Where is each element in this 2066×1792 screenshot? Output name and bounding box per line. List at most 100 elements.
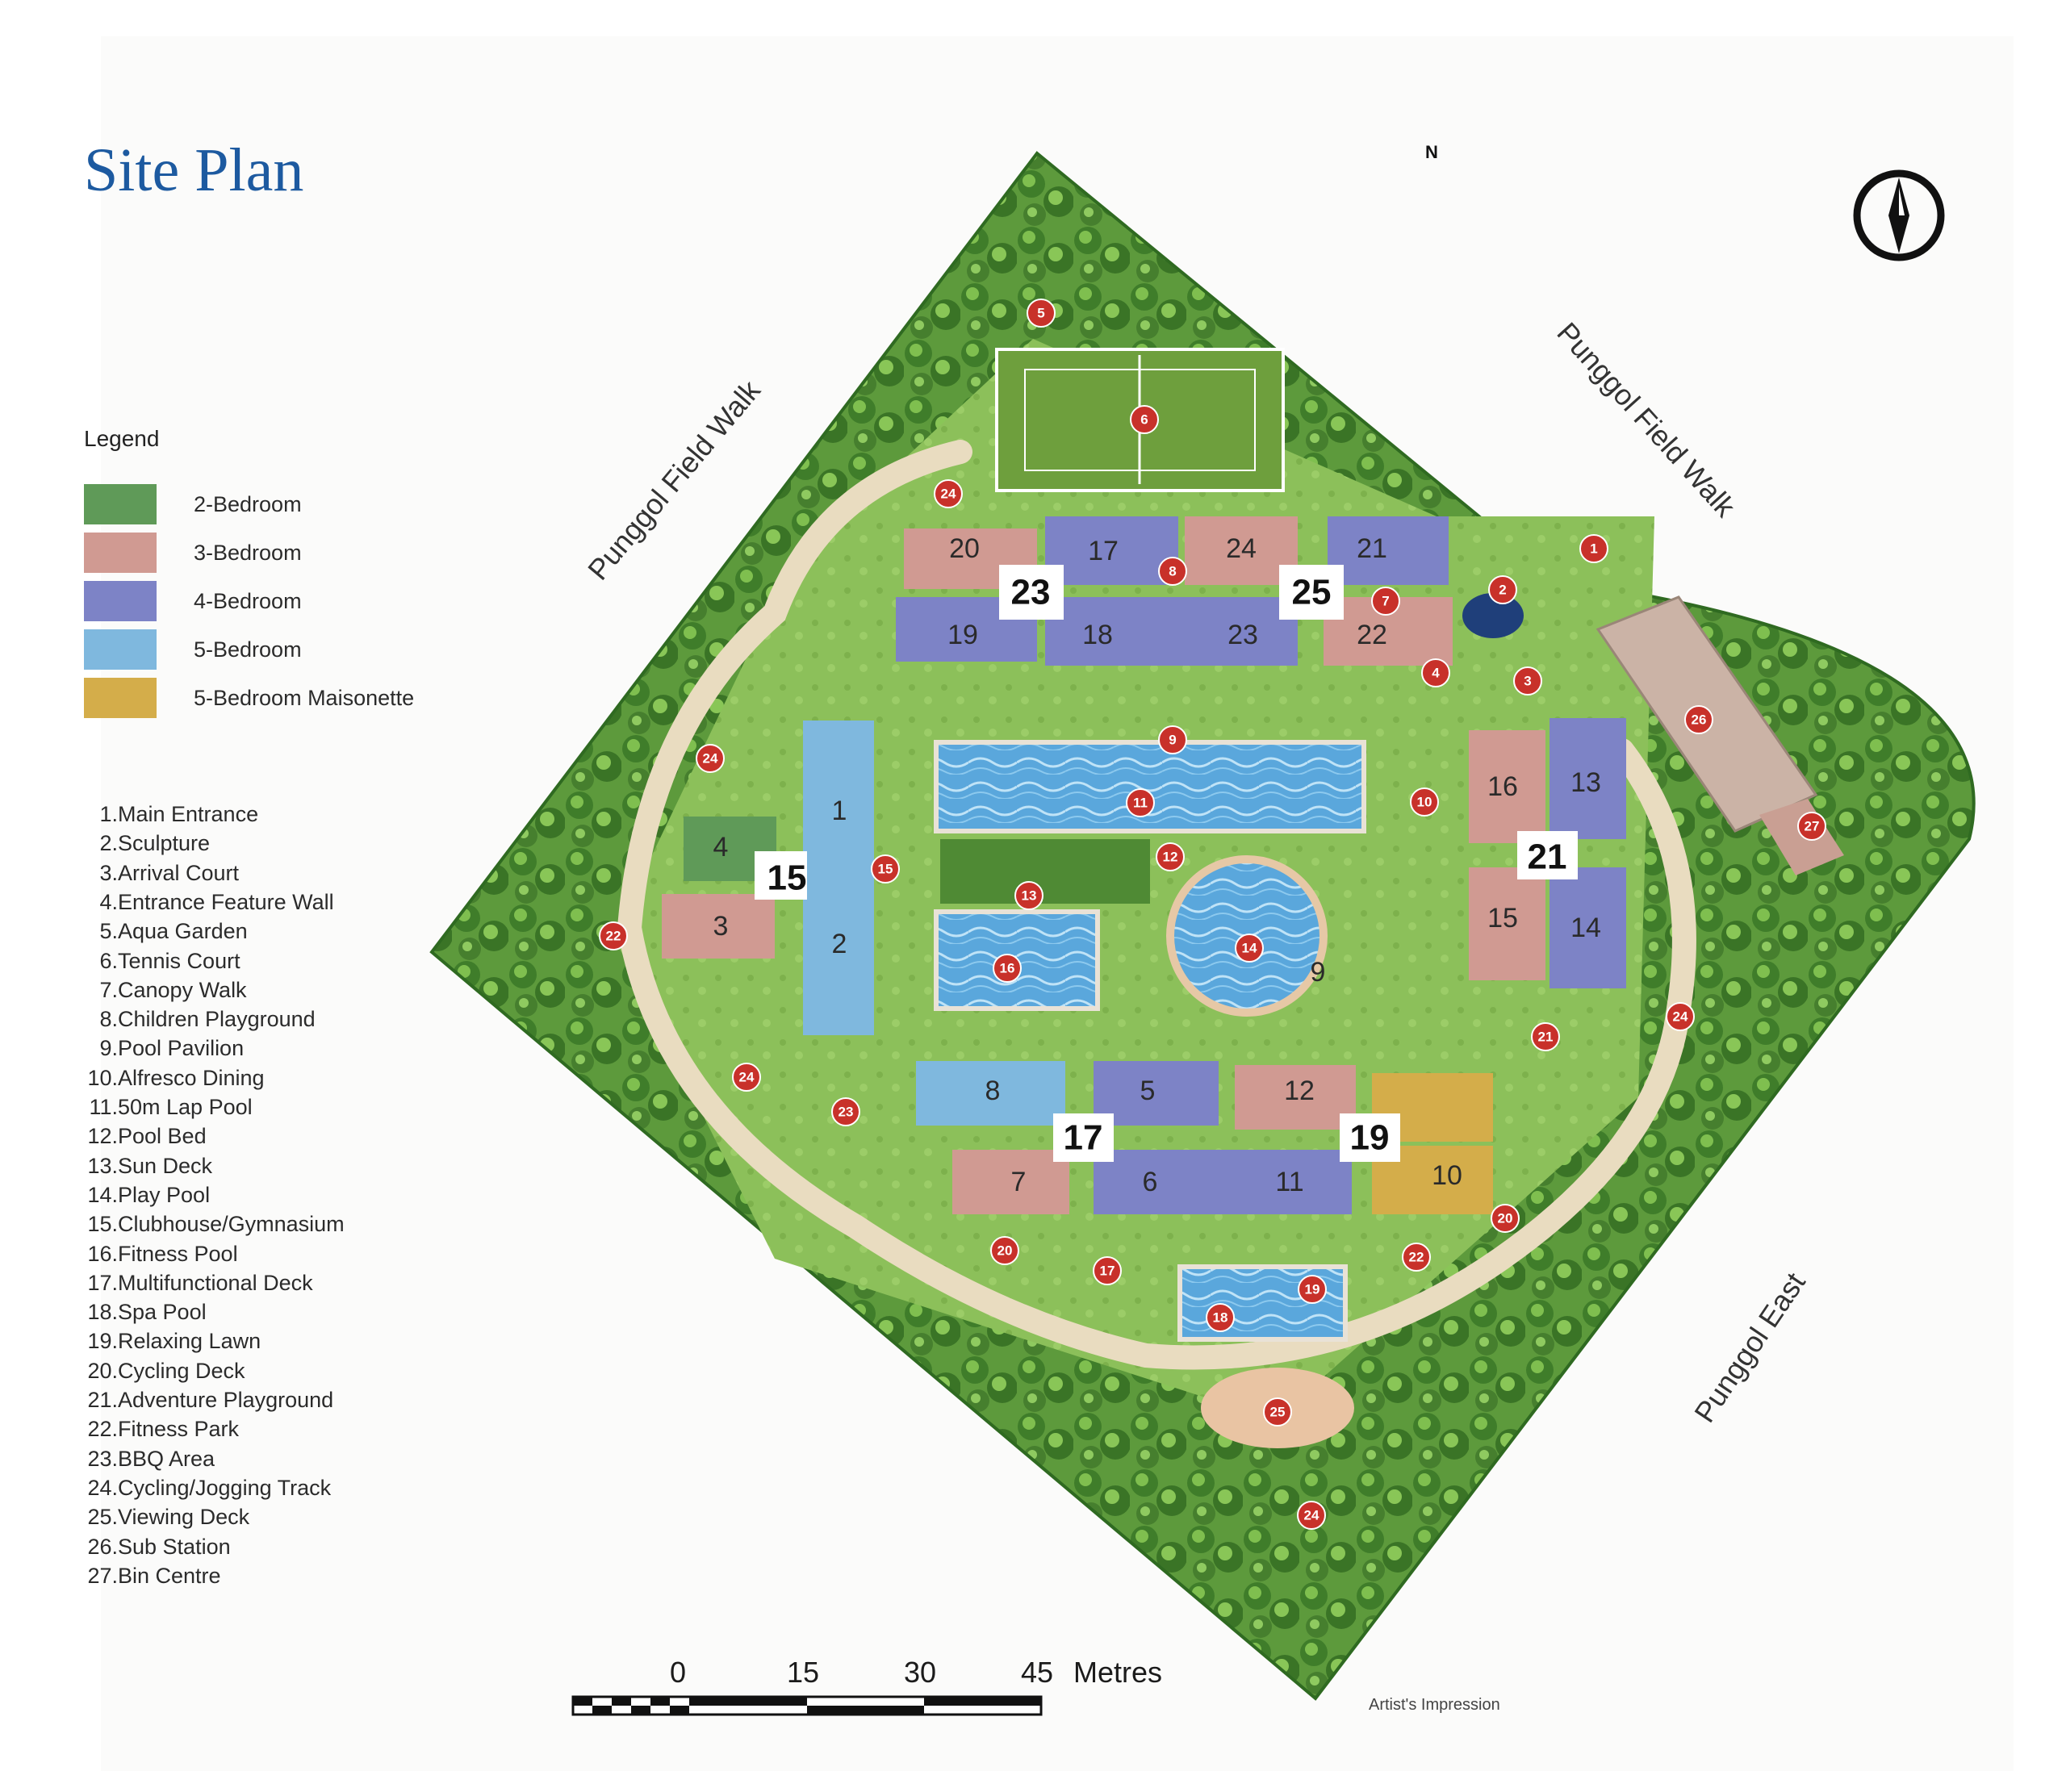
amenity-label: Entrance Feature Wall: [118, 889, 334, 914]
amenity-marker: [1684, 705, 1713, 734]
unit-number-label: 2: [832, 929, 847, 959]
block-number-label: 25: [1292, 573, 1332, 612]
amenity-marker-label: 1: [1590, 541, 1597, 557]
amenity-marker-label: 15: [878, 862, 893, 877]
swatch-2-bedroom: [84, 484, 157, 524]
amenity-label: Children Playground: [118, 1007, 316, 1032]
swatch-4-bedroom: [84, 581, 157, 621]
unit-number-label: 11: [1275, 1167, 1303, 1197]
unit-number-label: 12: [1284, 1076, 1315, 1106]
legend-item-4-bedroom: 4-Bedroom: [84, 581, 455, 623]
block-number-label: 17: [1064, 1118, 1103, 1158]
lap-pool: [934, 740, 1366, 833]
amenity-marker: [1421, 658, 1450, 687]
amenity-marker: [1298, 1275, 1327, 1304]
amenity-legend-item: 27.Bin Centre: [84, 1564, 423, 1593]
amenity-legend-item: 15.Clubhouse/Gymnasium: [84, 1212, 423, 1241]
amenity-marker-label: 7: [1382, 594, 1389, 609]
legend-item-2-bedroom: 2-Bedroom: [84, 484, 455, 526]
amenity-marker: [1488, 575, 1517, 604]
amenity-legend-item: 19.Relaxing Lawn: [84, 1329, 423, 1358]
amenity-legend-item: 11.50m Lap Pool: [84, 1095, 423, 1124]
amenity-marker: [1513, 666, 1542, 695]
amenity-number: 18.: [87, 1300, 118, 1325]
legend-label: 4-Bedroom: [194, 589, 302, 613]
block-17-cluster: [916, 1061, 1223, 1214]
amenity-number: 2.: [99, 831, 118, 856]
amenity-label: Tennis Court: [118, 948, 240, 973]
amenity-marker-label: 13: [1022, 888, 1037, 904]
amenity-marker-label: 27: [1805, 819, 1820, 834]
amenity-legend-item: 18.Spa Pool: [84, 1300, 423, 1329]
compass-icon: [1853, 169, 1945, 261]
amenity-number: 26.: [87, 1534, 118, 1559]
amenity-marker-label: 24: [1673, 1009, 1688, 1025]
amenity-marker-label: 21: [1538, 1030, 1554, 1045]
amenity-number: 7.: [99, 977, 118, 1002]
unit-number-label: 3: [713, 911, 729, 942]
amenity-marker-label: 18: [1213, 1310, 1228, 1326]
amenity-marker-label: 6: [1140, 412, 1148, 428]
unit-number-label: 15: [1487, 903, 1518, 934]
amenity-legend-item: 22.Fitness Park: [84, 1417, 423, 1446]
amenity-legend-item: 14.Play Pool: [84, 1183, 423, 1212]
unit-number-label: 19: [947, 620, 978, 650]
scale-tick-label: 45: [1021, 1656, 1054, 1689]
amenity-legend-item: 25.Viewing Deck: [84, 1505, 423, 1534]
amenity-marker: [1666, 1002, 1695, 1031]
amenity-marker: [1027, 299, 1056, 328]
amenity-legend-item: 9.Pool Pavilion: [84, 1036, 423, 1065]
amenity-marker: [993, 954, 1022, 983]
unit-number-label: 9: [1311, 957, 1326, 988]
amenity-number: 11.: [89, 1095, 118, 1119]
amenity-marker-label: 14: [1242, 941, 1257, 956]
amenity-marker-label: 5: [1037, 306, 1044, 321]
unit-number-label: 8: [985, 1076, 1001, 1106]
unit-number-label: 6: [1143, 1167, 1158, 1197]
amenity-markers: 1234567891011121314151617181920202122222…: [599, 299, 1826, 1530]
amenity-marker: [1158, 557, 1187, 586]
artist-impression-caption: Artist's Impression: [1369, 1696, 1500, 1714]
amenity-legend-item: 20.Cycling Deck: [84, 1359, 423, 1388]
amenity-number: 3.: [99, 860, 118, 885]
amenity-marker: [1579, 534, 1608, 563]
amenity-number: 23.: [87, 1446, 118, 1471]
amenity-marker-label: 3: [1524, 674, 1531, 689]
amenity-marker: [871, 854, 900, 883]
amenity-marker-label: 20: [1498, 1211, 1513, 1226]
amenity-number: 14.: [87, 1182, 118, 1207]
amenity-legend-item: 3.Arrival Court: [84, 861, 423, 890]
amenity-marker: [934, 479, 963, 508]
amenity-legend-item: 17.Multifunctional Deck: [84, 1271, 423, 1300]
amenity-label: Adventure Playground: [118, 1388, 334, 1412]
amenity-marker-label: 10: [1417, 795, 1432, 810]
compass-north-label: N: [1425, 142, 1438, 162]
amenity-number: 6.: [99, 948, 118, 973]
legend-heading: Legend: [84, 426, 160, 451]
amenity-marker-label: 22: [1409, 1250, 1424, 1265]
amenity-marker: [831, 1097, 860, 1126]
legend-label: 3-Bedroom: [194, 541, 302, 565]
amenity-number: 4.: [99, 889, 118, 914]
amenity-label: Spa Pool: [118, 1300, 207, 1325]
amenity-label: Bin Centre: [118, 1563, 221, 1588]
amenity-legend-item: 2.Sculpture: [84, 831, 423, 860]
amenity-label: Fitness Pool: [118, 1241, 238, 1266]
amenity-label: BBQ Area: [118, 1446, 215, 1471]
amenity-marker: [732, 1063, 761, 1092]
amenity-label: Aqua Garden: [118, 919, 248, 944]
amenity-number: 19.: [87, 1329, 118, 1354]
sun-deck: [940, 839, 1150, 904]
amenity-label: Play Pool: [118, 1182, 211, 1207]
amenity-legend-item: 24.Cycling/Jogging Track: [84, 1476, 423, 1505]
legend-item-5-bedroom: 5-Bedroom: [84, 629, 455, 671]
amenity-legend-item: 16.Fitness Pool: [84, 1242, 423, 1271]
amenity-number: 24.: [87, 1475, 118, 1500]
amenity-marker-label: 4: [1432, 666, 1440, 681]
amenity-marker: [1797, 812, 1826, 841]
amenity-label: Pool Bed: [118, 1124, 207, 1149]
amenity-marker-label: 17: [1100, 1264, 1115, 1279]
amenity-number: 15.: [87, 1212, 118, 1237]
unit-number-label: 10: [1432, 1160, 1462, 1191]
